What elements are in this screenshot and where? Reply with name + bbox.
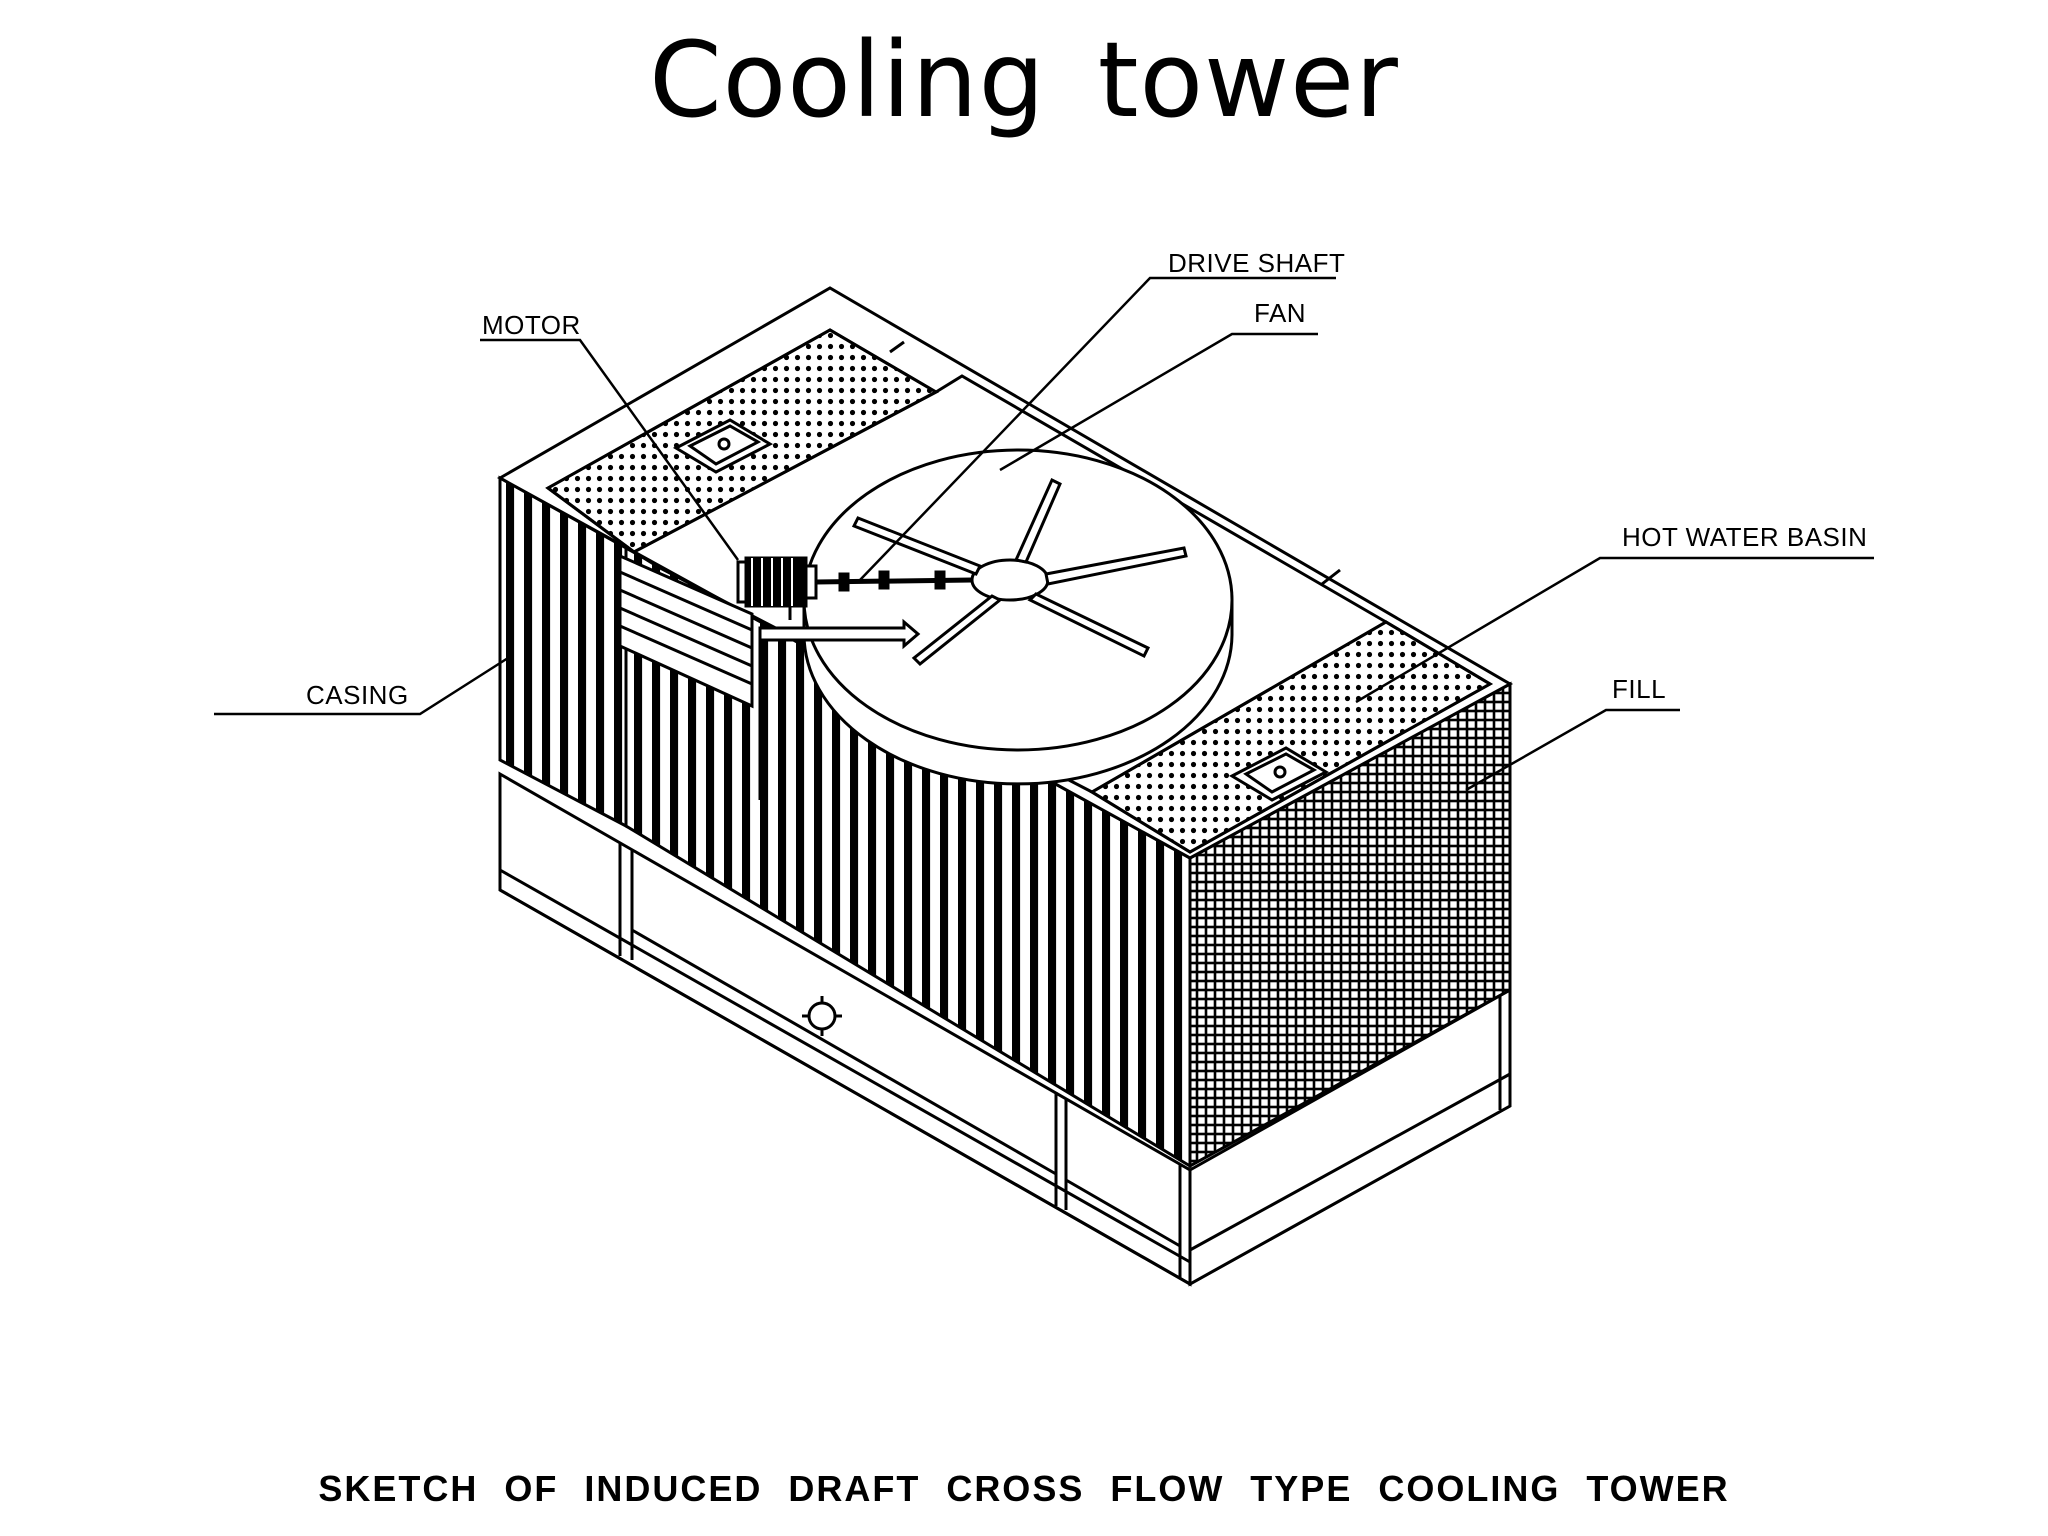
casing-louver	[1120, 809, 1129, 1134]
casing-louver	[958, 720, 967, 1037]
fan-stack	[802, 448, 1234, 786]
casing-louver	[814, 641, 823, 950]
casing-front-face	[624, 545, 1192, 1169]
casing-louver	[994, 740, 1003, 1058]
casing-louver	[578, 511, 587, 811]
casing-louver	[850, 661, 859, 972]
casing-louver	[976, 730, 985, 1047]
drain-fitting-icon	[802, 996, 842, 1036]
label-drive-shaft: DRIVE SHAFT	[1168, 248, 1345, 278]
casing-louver	[652, 552, 661, 852]
casing-louver	[1174, 839, 1183, 1166]
casing-louver	[1012, 750, 1021, 1069]
callouts	[214, 276, 1874, 792]
label-casing: CASING	[306, 680, 409, 710]
casing-louver	[614, 531, 623, 826]
casing-louver	[1102, 799, 1111, 1123]
casing-louver	[670, 562, 679, 863]
casing-louver	[922, 700, 931, 1015]
casing-louver	[742, 601, 751, 906]
label-fill: FILL	[1612, 674, 1666, 704]
label-fan: FAN	[1254, 298, 1306, 328]
casing-louver	[506, 478, 515, 774]
casing-louver	[706, 581, 715, 885]
casing-louver	[904, 690, 913, 1004]
casing-louver	[542, 491, 551, 792]
casing-louver	[634, 548, 643, 841]
tower-base	[498, 771, 1512, 1287]
casing-louver	[1048, 769, 1057, 1091]
figure-caption: SKETCH OF INDUCED DRAFT CROSS FLOW TYPE …	[318, 1468, 1730, 1509]
motor-assembly	[736, 556, 973, 800]
casing-louver	[832, 651, 841, 961]
basin-cover-far	[672, 418, 774, 474]
casing-louver	[688, 572, 697, 874]
basin-cover-near	[1228, 746, 1330, 802]
label-hot-water-basin: HOT WATER BASIN	[1622, 522, 1867, 552]
label-motor: MOTOR	[482, 310, 581, 340]
casing-louver	[760, 611, 769, 917]
casing-louver	[1030, 760, 1039, 1080]
casing-louver	[778, 621, 787, 928]
casing-louver	[1138, 819, 1147, 1145]
casing-louver	[886, 680, 895, 993]
drive-shaft	[815, 570, 973, 592]
casing-louver	[1156, 829, 1165, 1156]
fan-blades	[851, 477, 1188, 667]
casing-louver	[560, 501, 569, 802]
casing-left-face	[498, 475, 628, 829]
casing-louver	[1066, 779, 1075, 1102]
casing-louver	[940, 710, 949, 1026]
casing-louver	[1084, 789, 1093, 1113]
casing-louver	[596, 521, 605, 821]
casing-louver	[724, 591, 733, 896]
inlet-louvers	[618, 553, 754, 709]
casing-louver	[796, 631, 805, 939]
casing-louver	[868, 671, 877, 982]
casing-louver	[524, 481, 533, 783]
slide-title: Cooling tower	[649, 19, 1399, 141]
